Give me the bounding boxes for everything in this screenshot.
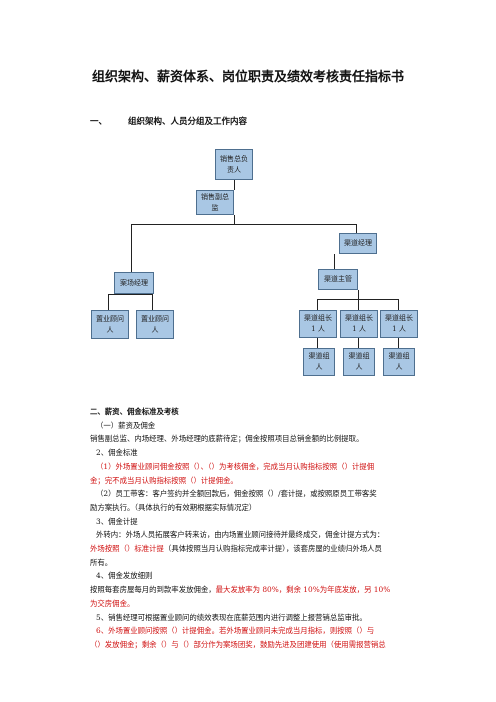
paragraph: 励方案执行。（具体执行的有效期根据实际情况定）	[90, 502, 257, 512]
org-box-case-manager: 案场经理	[114, 272, 154, 294]
section-1-heading: 一、 组织架构、人员分组及工作内容	[90, 115, 247, 127]
paragraph: 为交房佣金。	[90, 598, 135, 608]
org-box-channel-member-3: 渠道组人	[383, 348, 415, 376]
org-box-consultant-2: 置业顾问人	[136, 310, 174, 339]
org-box-channel-member-1: 渠道组人	[303, 348, 335, 376]
org-box-sales-deputy: 销售副总监	[196, 190, 234, 215]
paragraph: 2、佣金标准	[96, 448, 138, 458]
page-title: 组织架构、薪资体系、岗位职责及绩效考核责任指标书	[91, 70, 404, 85]
paragraph: 销售副总监、内场经理、外场经理的底薪待定；佣金按照项目总销金额的比例提取。	[90, 434, 364, 444]
section-number: 一、	[90, 117, 108, 127]
paragraph: （1）外场置业顾问佣金按照（）、（）为考核佣金，完成当月认购指标按照（）计提佣	[96, 461, 375, 471]
paragraph: （）发放佣金；剩余（）与（）部分作为案场团奖，鼓励先进及团建使用（使用需报营销总	[90, 639, 386, 649]
org-box-channel-supervisor: 渠道主管	[318, 269, 358, 290]
org-box-channel-member-2: 渠道组人	[343, 348, 375, 376]
paragraph: 按照每套房屋每月的到款率发放佣金，最大发放率为 80%，剩余 10%为年底发放，…	[90, 585, 391, 595]
paragraph: 6、外场置业顾问按照（）计提佣金。若外场置业顾问未完成当月指标，则按照（）与	[96, 626, 375, 636]
paragraph: 5、销售经理可根据置业顾问的绩效表现在底薪范围内进行调整上报营销总监审批。	[96, 612, 367, 622]
paragraph: 外场按照（）标准计提（具体按照当月认购指标完成率计提），该套房屋的业绩归外场人员	[90, 544, 382, 554]
paragraph: （2）员工带客：客户签约并全额回款后，佣金按照（）/套计提，或按照原员工带客奖	[96, 489, 377, 499]
org-box-consultant-1: 置业顾问人	[91, 310, 129, 339]
paragraph: 3、佣金计提	[96, 516, 138, 526]
section-title: 组织架构、人员分组及工作内容	[128, 117, 248, 127]
section-2-heading: 二、薪资、佣金标准及考核	[90, 407, 179, 416]
paragraph: 所有。	[90, 557, 113, 567]
paragraph: 4、佣金发放细则	[96, 571, 153, 581]
org-box-channel-manager: 渠道经理	[339, 233, 377, 254]
paragraph: 外转内：外场人员拓展客户转来访，由内场置业顾问接待并最终成交，佣金计提方式为：	[96, 530, 385, 540]
org-box-sales-director: 销售总负责人	[215, 149, 253, 180]
paragraph: （一）薪资及佣金	[96, 420, 156, 430]
paragraph: 金；完不成当月认购指标按照（）计提佣金。	[90, 475, 238, 485]
salary-section: 二、薪资、佣金标准及考核 （一）薪资及佣金 销售副总监、内场经理、外场经理的底薪…	[90, 405, 410, 652]
